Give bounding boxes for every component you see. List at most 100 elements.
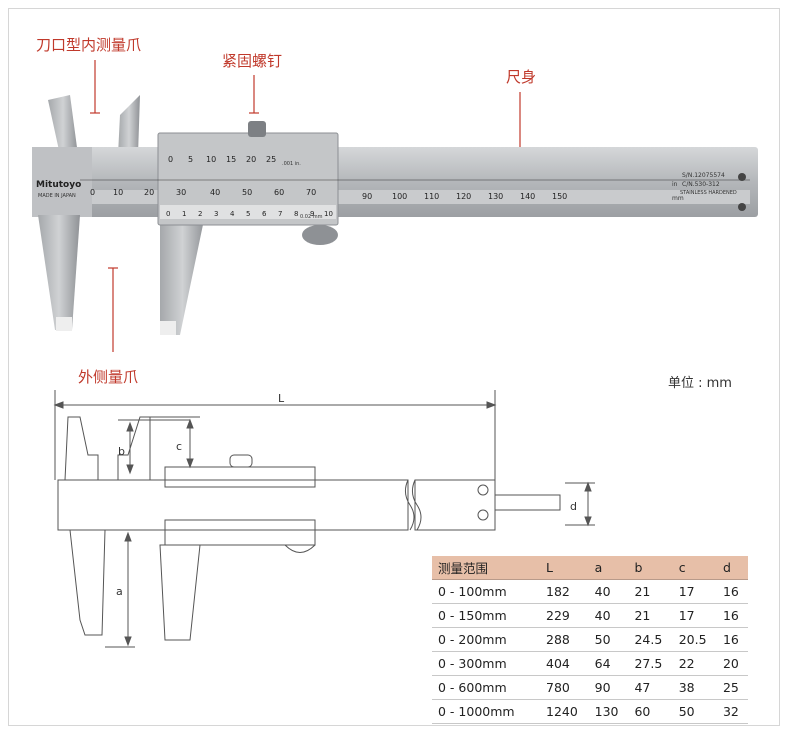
lock-screw-label: 紧固螺钉 [222,52,283,70]
table-row: 0 - 1000mm 1240 130 60 50 32 [432,699,748,724]
mm-tick: 40 [210,188,221,197]
table-cell: 25 [716,675,748,700]
mm-tick: 140 [520,192,536,201]
mm-tick: 150 [552,192,568,201]
table-cell: 32 [716,699,748,724]
table-cell: 27.5 [628,651,673,676]
dim-d: d [570,500,577,513]
vernier-tick: 3 [214,210,219,218]
inch-tick: 5 [188,155,194,164]
outer-jaw-moving [160,215,205,335]
table-cell: 130 [588,699,629,724]
spec-table: 测量范围 L a b c d 0 - 100mm 182 40 21 17 16… [432,556,748,724]
mm-tick: 0 [90,188,96,197]
inch-tick: 0 [168,155,174,164]
main-beam-label: 尺身 [506,68,537,86]
mm-tick: 50 [242,188,253,197]
table-cell: 0 - 100mm [432,579,540,604]
mm-label: mm [672,195,684,202]
code-text: C/N.530-312 [682,181,720,188]
inch-tick: 20 [246,155,257,164]
table-cell: 64 [588,651,629,676]
inch-tick: 10 [206,155,217,164]
dim-a: a [116,585,123,598]
table-cell: 38 [672,675,717,700]
table-cell: 40 [588,603,629,628]
table-cell: 1240 [540,699,589,724]
table-header: d [716,556,748,580]
vernier-tick: 8 [294,210,299,218]
thumb-roller [302,225,338,245]
table-cell: 20.5 [672,627,717,652]
table-cell: 17 [672,579,717,604]
mm-tick: 70 [306,188,317,197]
caliper-drawing [53,390,595,648]
vernier-tick: 4 [230,210,235,218]
table-cell: 50 [672,699,717,724]
serial-text: S/N.12075574 [682,172,725,179]
table-cell: 90 [588,675,629,700]
vernier-tick: 9 [310,210,315,218]
vernier-tick: 2 [198,210,203,218]
vernier-tick: 0 [166,210,171,218]
table-row: 0 - 300mm 404 64 27.5 22 20 [432,651,748,676]
table-row: 0 - 200mm 288 50 24.5 20.5 16 [432,627,748,652]
main-beam [32,147,758,217]
unit-note: 单位 : mm [668,376,732,391]
vernier-tick: 5 [246,210,251,218]
inch-tick: 15 [226,155,237,164]
table-cell: 20 [716,651,748,676]
page-frame [8,8,780,726]
vernier-tick: 7 [278,210,283,218]
mm-tick: 90 [362,192,373,201]
vernier-tick: 6 [262,210,267,218]
table-cell: 0 - 200mm [432,627,540,652]
inner-jaw-fixed [48,95,78,155]
table-cell: 16 [716,603,748,628]
inner-jaw-label: 刀口型内测量爪 [36,36,142,54]
in-label: in [672,181,678,188]
table-cell: 0 - 600mm [432,675,540,700]
mm-tick: 110 [424,192,440,201]
table-cell: 17 [672,603,717,628]
table-header: c [672,556,717,580]
dim-b: b [118,445,125,458]
table-cell: 22 [672,651,717,676]
table-cell: 0 - 1000mm [432,699,540,724]
mm-tick: 120 [456,192,472,201]
outer-jaw-label: 外侧量爪 [78,368,139,386]
table-cell: 21 [628,603,673,628]
table-cell: 288 [540,627,589,652]
inch-tick: 25 [266,155,277,164]
mm-tick: 130 [488,192,504,201]
table-header: a [588,556,629,580]
table-cell: 404 [540,651,589,676]
table-cell: 16 [716,627,748,652]
vernier-tick: 1 [182,210,187,218]
caliper-photo [32,95,758,335]
table-cell: 47 [628,675,673,700]
mm-tick: 20 [144,188,155,197]
table-cell: 40 [588,579,629,604]
table-row: 0 - 100mm 182 40 21 17 16 [432,579,748,604]
mm-tick: 10 [113,188,124,197]
table-cell: 229 [540,603,589,628]
table-cell: 0 - 150mm [432,603,540,628]
table-cell: 60 [628,699,673,724]
stainless-text: STAINLESS HARDENED [680,190,737,196]
outer-jaw-fixed [38,215,80,330]
brand-mark: Mitutoyo [36,180,82,190]
inner-jaw-moving [118,95,140,155]
dim-L: L [278,392,285,405]
table-header: 测量范围 [432,556,540,580]
dim-c: c [176,440,183,453]
mm-tick: 60 [274,188,285,197]
lock-screw [248,121,266,137]
table-row: 0 - 150mm 229 40 21 17 16 [432,603,748,628]
table-cell: 780 [540,675,589,700]
table-cell: 21 [628,579,673,604]
table-cell: 50 [588,627,629,652]
table-header: b [628,556,673,580]
vernier-note: 0.02 mm [300,214,323,220]
table-cell: 182 [540,579,589,604]
